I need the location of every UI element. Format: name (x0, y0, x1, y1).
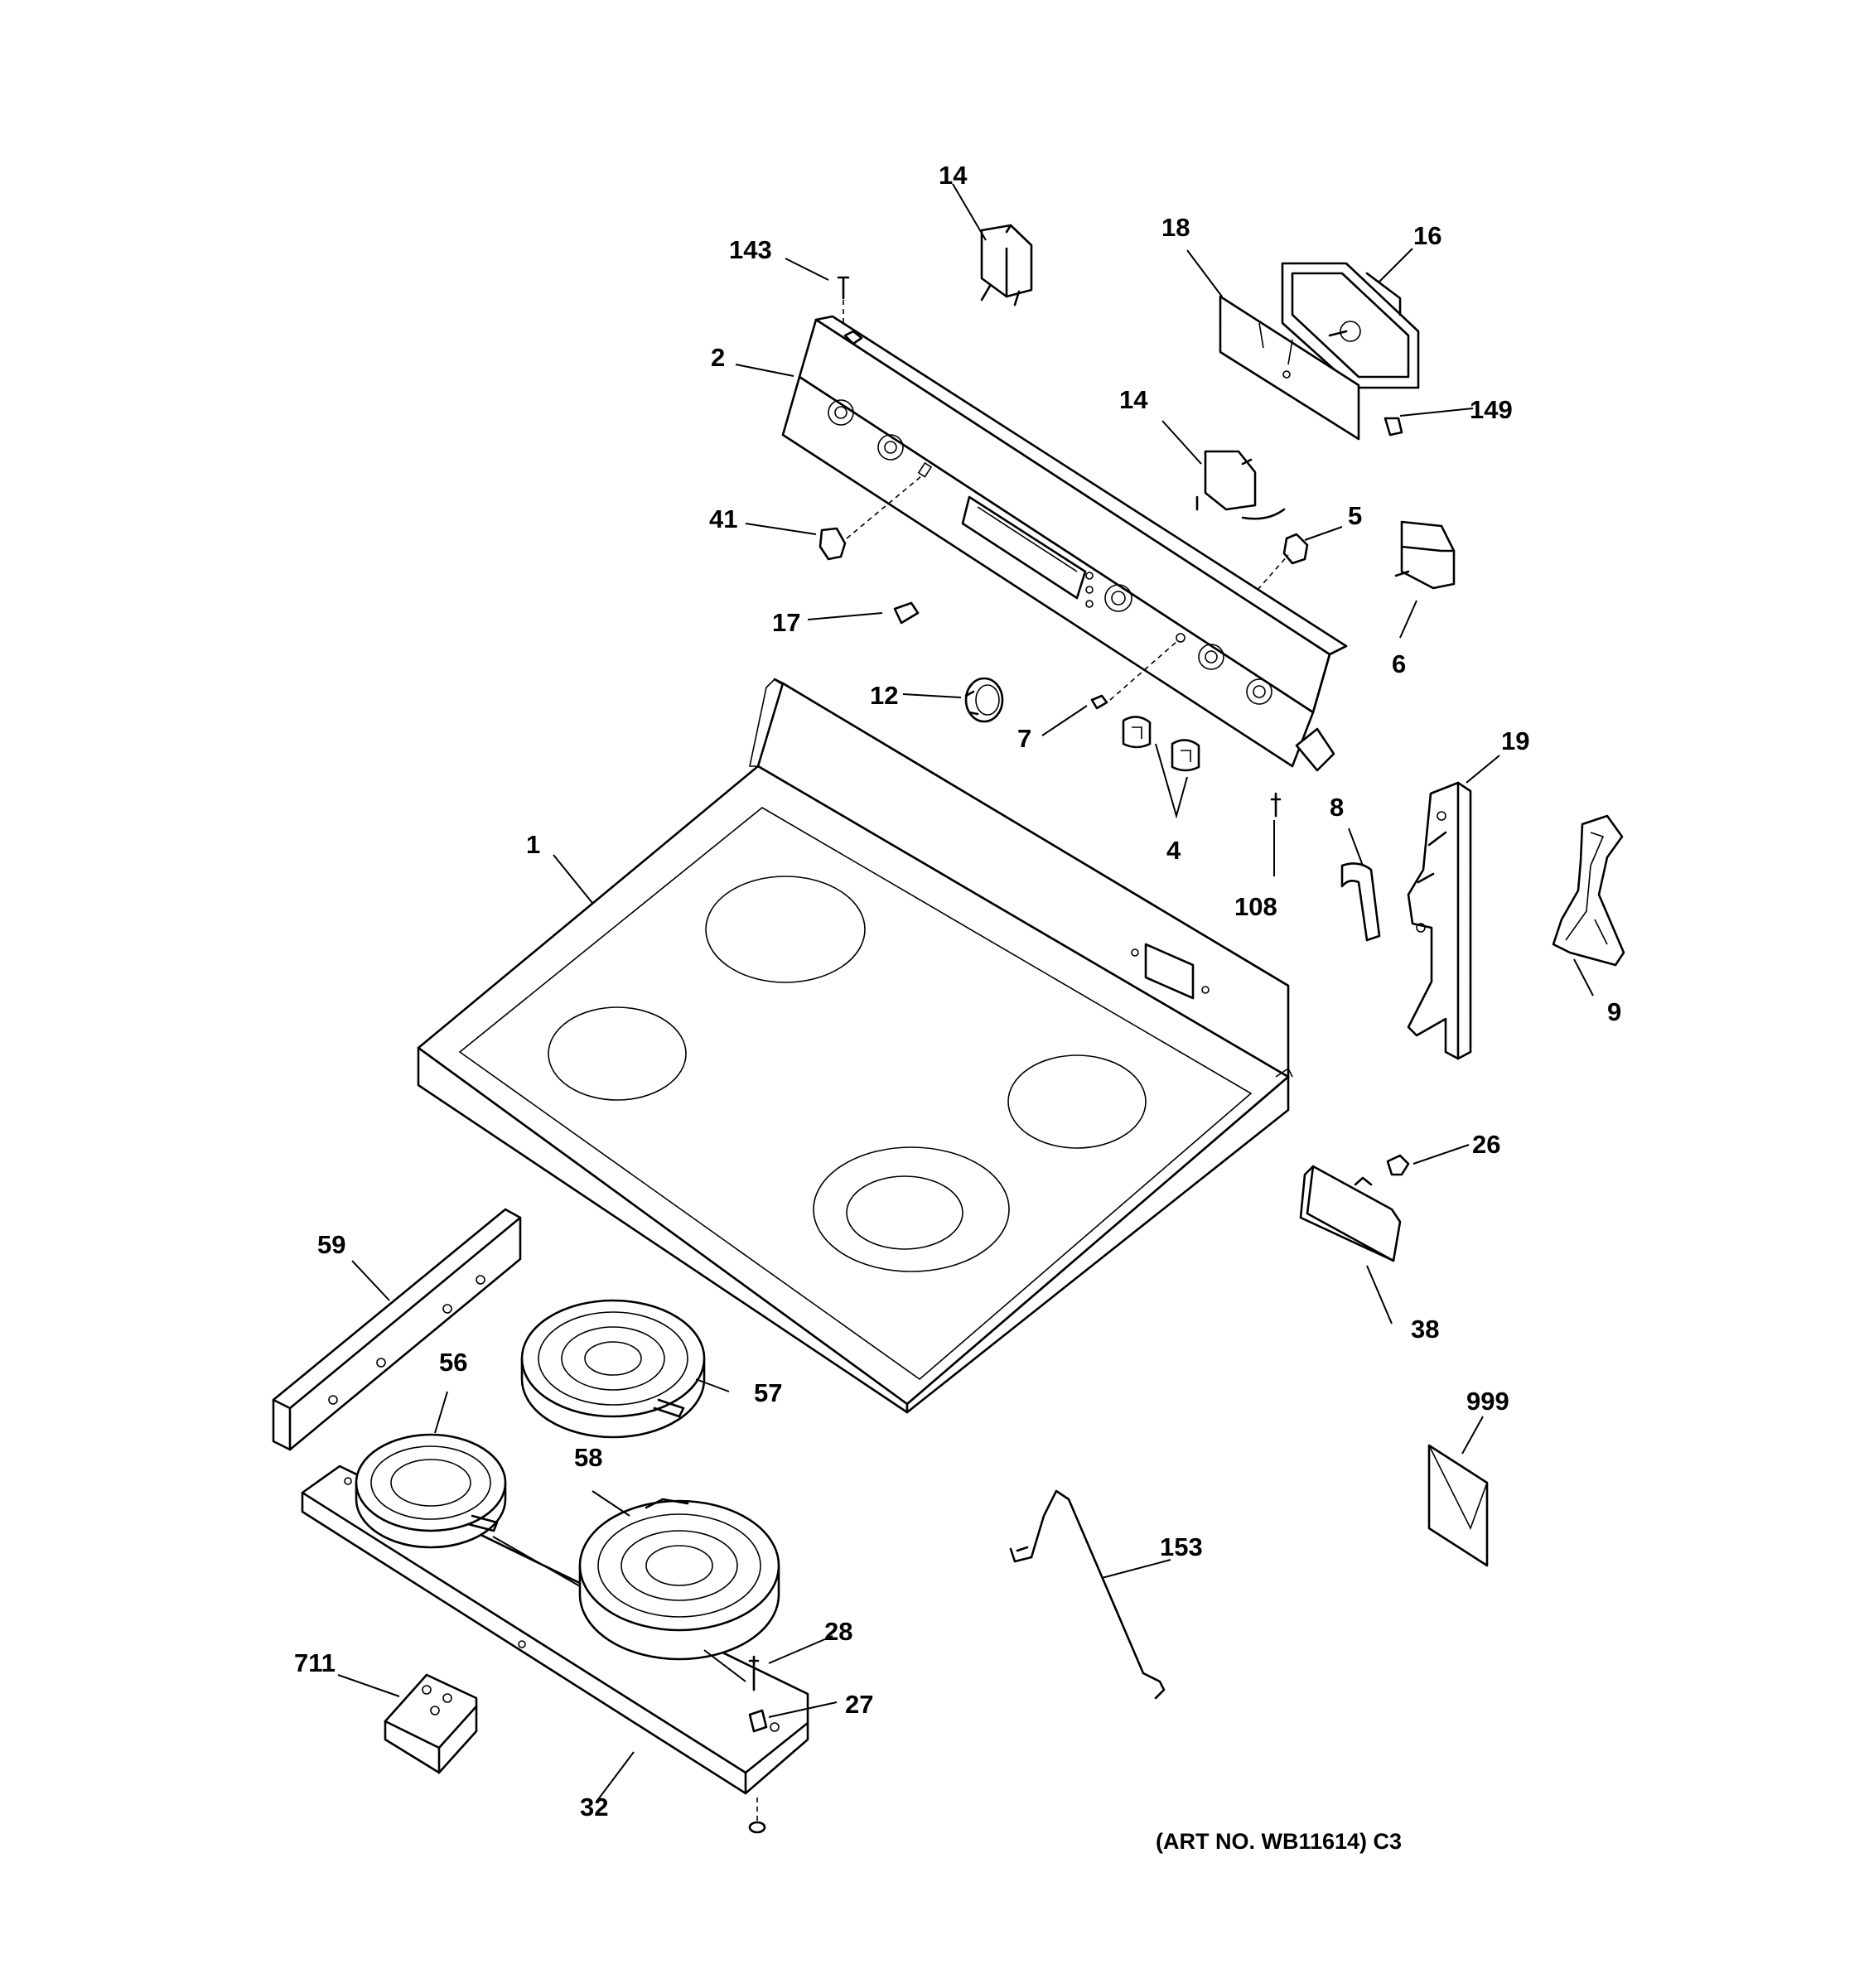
assembly-lines (756, 300, 1289, 1821)
part-38-terminal-block (1299, 1165, 1402, 1262)
label-32: 32 (580, 1793, 608, 1822)
part-711-bracket (384, 1673, 478, 1774)
label-18: 18 (1161, 213, 1190, 242)
part-3-switch (980, 224, 1033, 306)
label-26: 26 (1472, 1130, 1500, 1159)
part-5-switch (1282, 533, 1309, 565)
label-28: 28 (824, 1617, 852, 1646)
label-8: 8 (1330, 793, 1344, 822)
part-16-clock-assembly (1281, 262, 1420, 389)
label-2: 2 (711, 343, 725, 372)
control-panel-backsplash (781, 315, 1348, 772)
part-58-burner (578, 1498, 780, 1661)
part-18-glass-panel (1219, 295, 1360, 441)
label-57: 57 (754, 1378, 782, 1407)
label-16: 16 (1413, 221, 1441, 250)
part-57-burner (520, 1299, 706, 1439)
part-999-literature (1427, 1444, 1489, 1567)
label-4: 4 (1166, 836, 1181, 865)
label-7: 7 (1017, 724, 1031, 753)
part-27-receptacle (748, 1709, 768, 1733)
label-59: 59 (317, 1230, 345, 1259)
label-1: 1 (526, 830, 540, 859)
label-711: 711 (294, 1648, 336, 1677)
part-8-bracket (1340, 862, 1381, 942)
nut (748, 1821, 766, 1834)
label-14: 14 (1119, 385, 1148, 414)
label-143: 143 (729, 235, 772, 264)
part-143-screw (837, 276, 850, 300)
label-3: 14 (939, 161, 968, 190)
part-41-indicator-light (819, 527, 847, 561)
label-58: 58 (574, 1443, 602, 1472)
label-27: 27 (845, 1690, 873, 1719)
part-28-screw (748, 1655, 760, 1691)
part-4-knobs (1122, 716, 1200, 772)
label-17: 17 (772, 608, 800, 637)
part-14-infinite-switch (1195, 450, 1286, 520)
label-5: 5 (1348, 501, 1362, 530)
label-19: 19 (1501, 726, 1529, 755)
part-7-rod (1090, 694, 1108, 710)
part-56-burner (355, 1433, 507, 1549)
art-number-caption: (ART NO. WB11614) C3 (1156, 1829, 1402, 1854)
label-9: 9 (1607, 997, 1621, 1026)
part-59-burner-bracket (272, 1208, 522, 1451)
part-26-clip (1386, 1154, 1410, 1176)
label-153: 153 (1160, 1532, 1203, 1561)
label-149: 149 (1470, 395, 1513, 424)
leader-lines (337, 183, 1594, 1802)
label-38: 38 (1411, 1315, 1439, 1344)
part-9-end-cap (1552, 814, 1625, 967)
label-999: 999 (1466, 1387, 1509, 1416)
cooktop-main-top (417, 678, 1293, 1414)
part-12-knob (964, 677, 1004, 723)
label-12: 12 (870, 681, 898, 710)
part-149-clip (1384, 417, 1403, 437)
label-41: 41 (709, 504, 737, 533)
label-108: 108 (1234, 892, 1277, 921)
part-labels: 14 143 2 18 16 149 14 5 6 41 17 12 7 4 1… (294, 161, 1621, 1822)
part-153-wire (1009, 1489, 1166, 1700)
part-17-lamp (893, 601, 920, 625)
part-6-relay (1394, 520, 1456, 590)
label-6: 6 (1392, 649, 1406, 678)
part-19-side-bracket (1407, 781, 1472, 1060)
part-108-screw (1270, 792, 1282, 818)
label-56: 56 (439, 1348, 467, 1377)
